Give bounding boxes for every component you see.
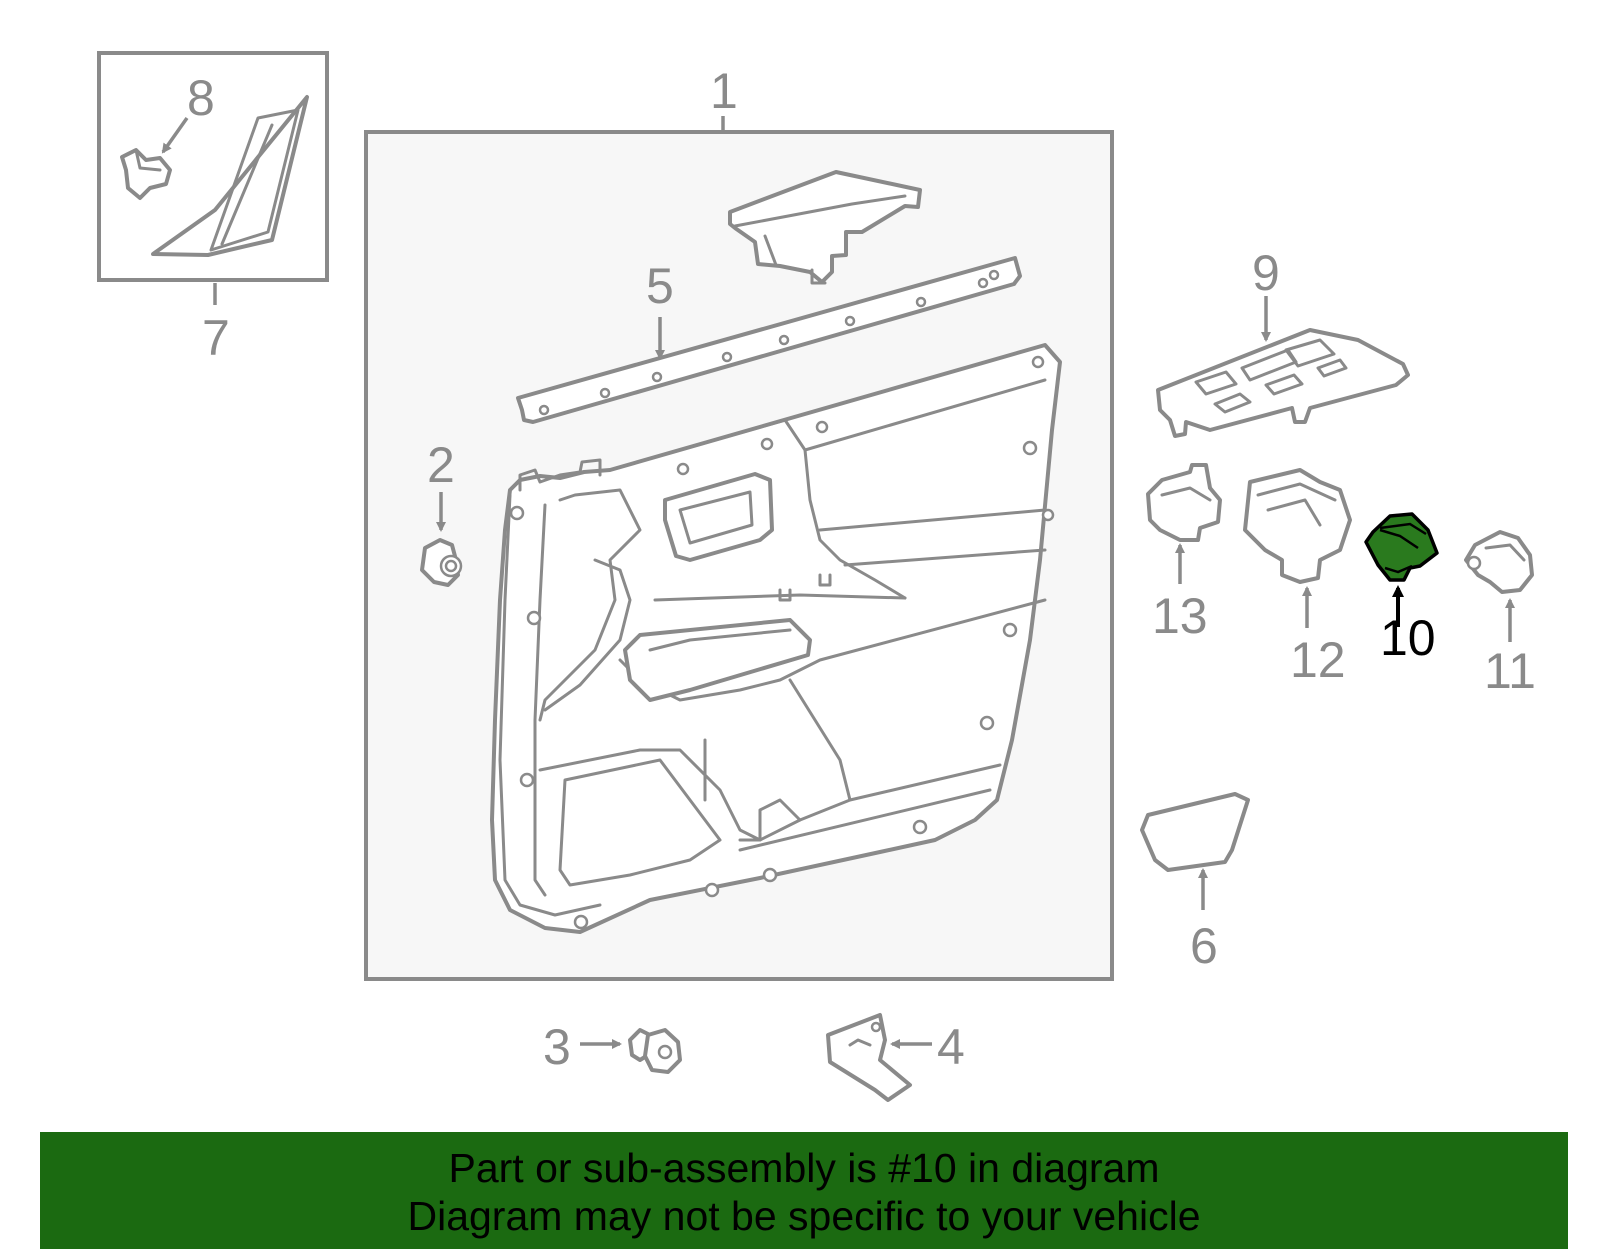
callout-13: 13 [1152, 588, 1208, 644]
callout-3: 3 [543, 1019, 571, 1075]
part-2-clip[interactable] [420, 538, 463, 587]
part-3-screw[interactable] [628, 1028, 682, 1074]
callout-6: 6 [1190, 918, 1218, 974]
part-4-bracket[interactable] [826, 1013, 912, 1102]
callout-2: 2 [427, 437, 455, 493]
callout-5: 5 [646, 258, 674, 314]
part-13-switch[interactable] [1146, 463, 1222, 542]
upper-bracket[interactable] [728, 170, 922, 285]
callout-1: 1 [710, 63, 738, 119]
callout-7: 7 [202, 310, 230, 366]
callout-9: 9 [1252, 245, 1280, 301]
leader-8 [161, 116, 189, 154]
callout-11: 11 [1484, 643, 1536, 699]
callout-10: 10 [1380, 610, 1436, 666]
banner-line-1: Part or sub-assembly is #10 in diagram [448, 1145, 1160, 1191]
part-6-pad[interactable] [1140, 792, 1250, 872]
callout-8: 8 [187, 70, 215, 126]
part-8-clip[interactable] [120, 148, 172, 200]
part-11-switch[interactable] [1464, 530, 1534, 594]
part-5-weatherstrip[interactable] [516, 256, 1022, 424]
callout-4: 4 [937, 1019, 965, 1075]
part-12-switch[interactable] [1243, 468, 1352, 584]
part-9-switch-base[interactable] [1156, 328, 1410, 438]
info-banner: Part or sub-assembly is #10 in diagram D… [40, 1132, 1568, 1249]
part-7-garnish[interactable] [151, 95, 309, 257]
callout-12: 12 [1290, 632, 1346, 688]
banner-line-2: Diagram may not be specific to your vehi… [407, 1193, 1201, 1239]
door-trim-panel[interactable] [490, 343, 1062, 934]
part-10-switch-highlighted[interactable] [1364, 512, 1439, 582]
